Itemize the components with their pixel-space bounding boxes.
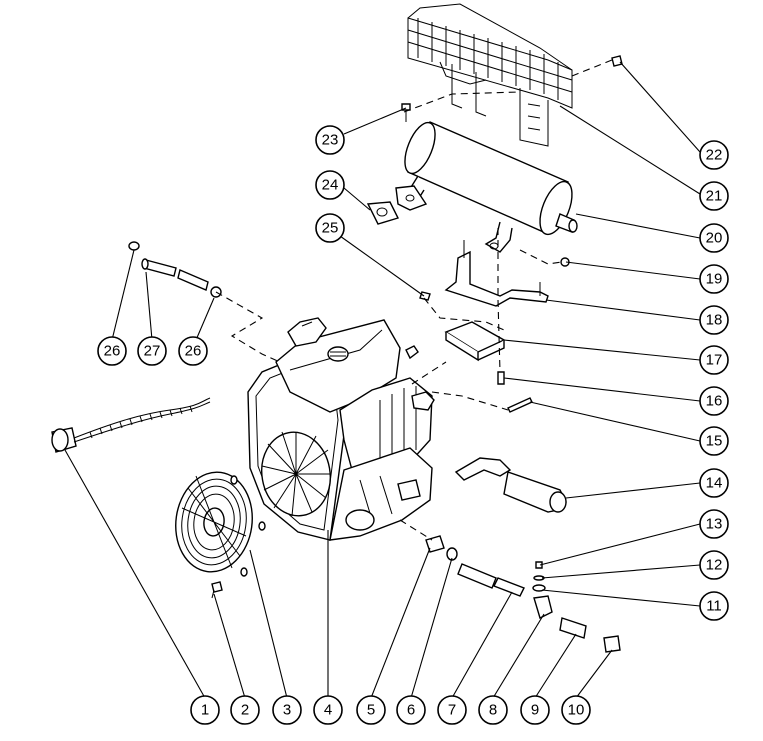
svg-text:20: 20	[706, 230, 723, 247]
callout-10: 10	[561, 695, 591, 725]
svg-text:10: 10	[568, 702, 585, 719]
fitting-9	[559, 617, 587, 639]
elbow-8	[533, 595, 553, 619]
guard-screw	[401, 103, 411, 122]
callout-1: 1	[190, 695, 220, 725]
callout-27: 27	[137, 336, 167, 366]
assembly-lines	[215, 59, 613, 541]
svg-text:17: 17	[706, 352, 723, 369]
svg-text:21: 21	[706, 188, 723, 205]
svg-text:18: 18	[706, 312, 723, 329]
svg-text:5: 5	[367, 702, 375, 719]
svg-text:4: 4	[324, 702, 332, 719]
svg-text:8: 8	[489, 702, 497, 719]
svg-text:6: 6	[407, 702, 415, 719]
svg-text:7: 7	[448, 702, 456, 719]
callout-12: 12	[699, 550, 729, 580]
svg-text:23: 23	[322, 132, 339, 149]
callout-11: 11	[699, 591, 729, 621]
callout-9: 9	[520, 695, 550, 725]
svg-text:25: 25	[322, 220, 339, 237]
svg-text:1: 1	[201, 702, 209, 719]
svg-text:13: 13	[706, 516, 723, 533]
svg-text:14: 14	[706, 475, 723, 492]
svg-text:3: 3	[283, 702, 291, 719]
svg-text:9: 9	[531, 702, 539, 719]
svg-text:11: 11	[706, 598, 722, 615]
muffler-guard	[407, 3, 573, 147]
fitting-5	[425, 535, 445, 553]
plate-screw	[497, 371, 505, 385]
guard-screw-right	[611, 55, 623, 67]
callout-3: 3	[272, 695, 302, 725]
callout-20: 20	[699, 223, 729, 253]
muffler	[395, 121, 578, 253]
washers-11-12-13	[532, 561, 546, 592]
bracket-screw	[419, 291, 431, 301]
callouts: 1 2 3 4 5 6 7 8 9 10 11 12 13 14 15 16 1…	[97, 125, 729, 725]
svg-text:15: 15	[706, 433, 723, 450]
callout-25: 25	[315, 213, 345, 243]
leader-lines	[64, 61, 701, 699]
svg-text:22: 22	[706, 147, 723, 164]
callout-19: 19	[699, 264, 729, 294]
callout-15: 15	[699, 426, 729, 456]
svg-text:19: 19	[706, 271, 723, 288]
callout-17: 17	[699, 345, 729, 375]
pin	[507, 397, 533, 413]
wire-harness	[51, 397, 211, 453]
svg-text:12: 12	[706, 557, 723, 574]
callout-26-right: 26	[178, 336, 208, 366]
callout-6: 6	[396, 695, 426, 725]
engine	[247, 317, 435, 541]
fan-guard	[175, 471, 266, 577]
callout-24: 24	[315, 170, 345, 200]
hose-assembly-upper	[128, 241, 222, 298]
callout-16: 16	[699, 386, 729, 416]
svg-text:26: 26	[104, 343, 121, 360]
callout-21: 21	[699, 181, 729, 211]
fan-guard-screw	[211, 581, 223, 599]
cap-10	[603, 635, 621, 653]
muffler-bracket	[444, 240, 549, 307]
svg-text:27: 27	[144, 343, 161, 360]
callout-23: 23	[315, 125, 345, 155]
mounting-plate	[444, 321, 506, 362]
callout-18: 18	[699, 305, 729, 335]
clamp-6	[446, 547, 458, 561]
callout-4: 4	[313, 695, 343, 725]
callout-8: 8	[478, 695, 508, 725]
callout-22: 22	[699, 140, 729, 170]
callout-5: 5	[356, 695, 386, 725]
svg-text:26: 26	[185, 343, 202, 360]
svg-text:16: 16	[706, 393, 723, 410]
callout-13: 13	[699, 509, 729, 539]
svg-text:24: 24	[322, 177, 339, 194]
exhaust-gasket	[366, 201, 399, 225]
callout-14: 14	[699, 468, 729, 498]
svg-text:2: 2	[241, 702, 249, 719]
callout-7: 7	[437, 695, 467, 725]
callout-2: 2	[230, 695, 260, 725]
callout-26-left: 26	[97, 336, 127, 366]
hose-7	[457, 563, 525, 597]
tailpipe	[454, 457, 567, 513]
